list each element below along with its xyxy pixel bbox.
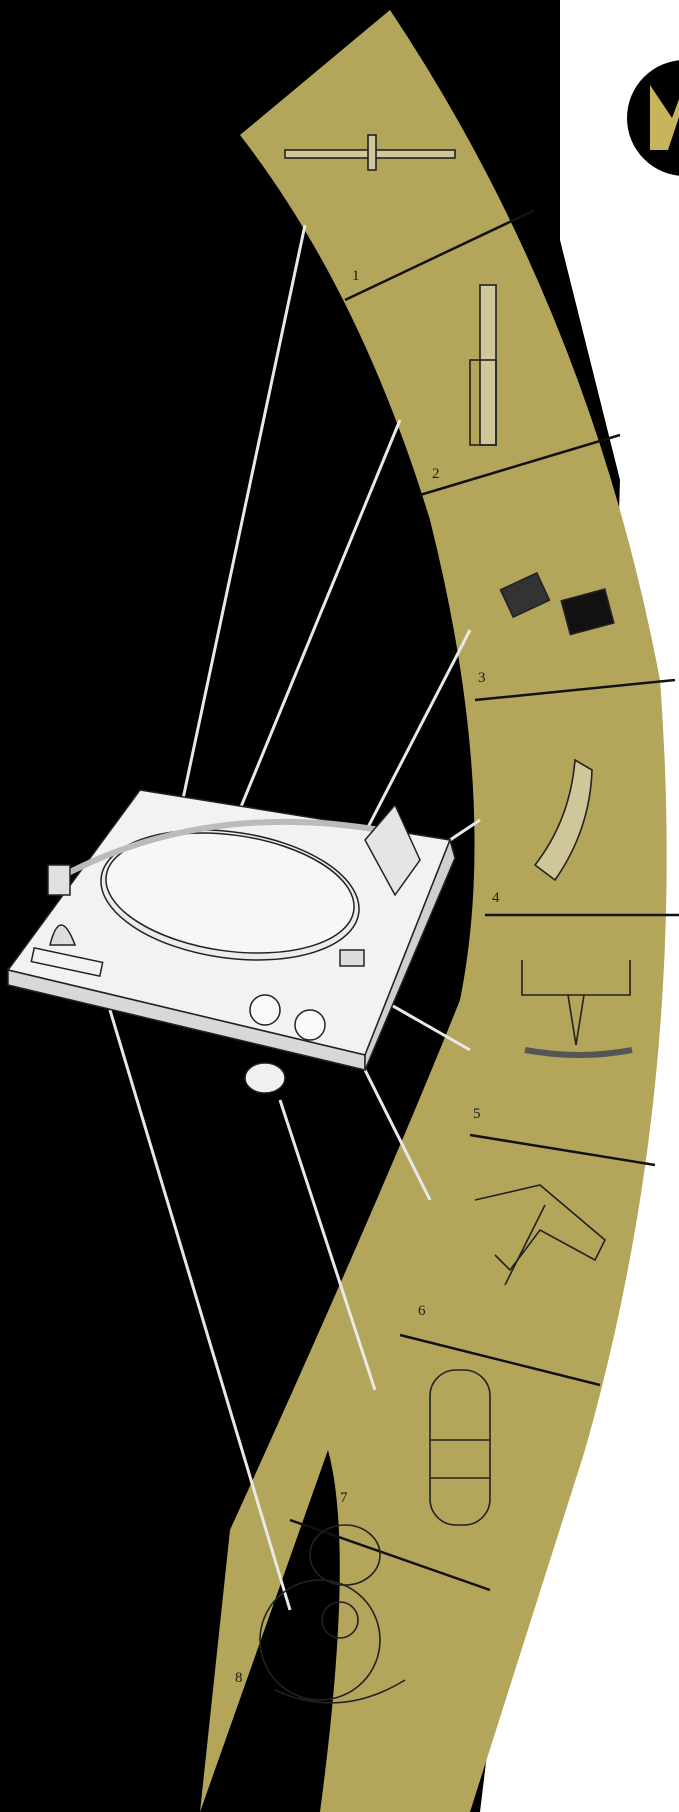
segment-number-2: 2 [432,466,440,482]
segment-number-3: 3 [478,670,486,686]
segment-number-8: 8 [235,1670,243,1686]
segment-number-5: 5 [473,1106,481,1122]
segment-number-1: 1 [352,268,360,284]
segment-number-6: 6 [418,1303,426,1319]
segment-number-7: 7 [340,1490,348,1506]
segment-number-4: 4 [492,890,500,906]
